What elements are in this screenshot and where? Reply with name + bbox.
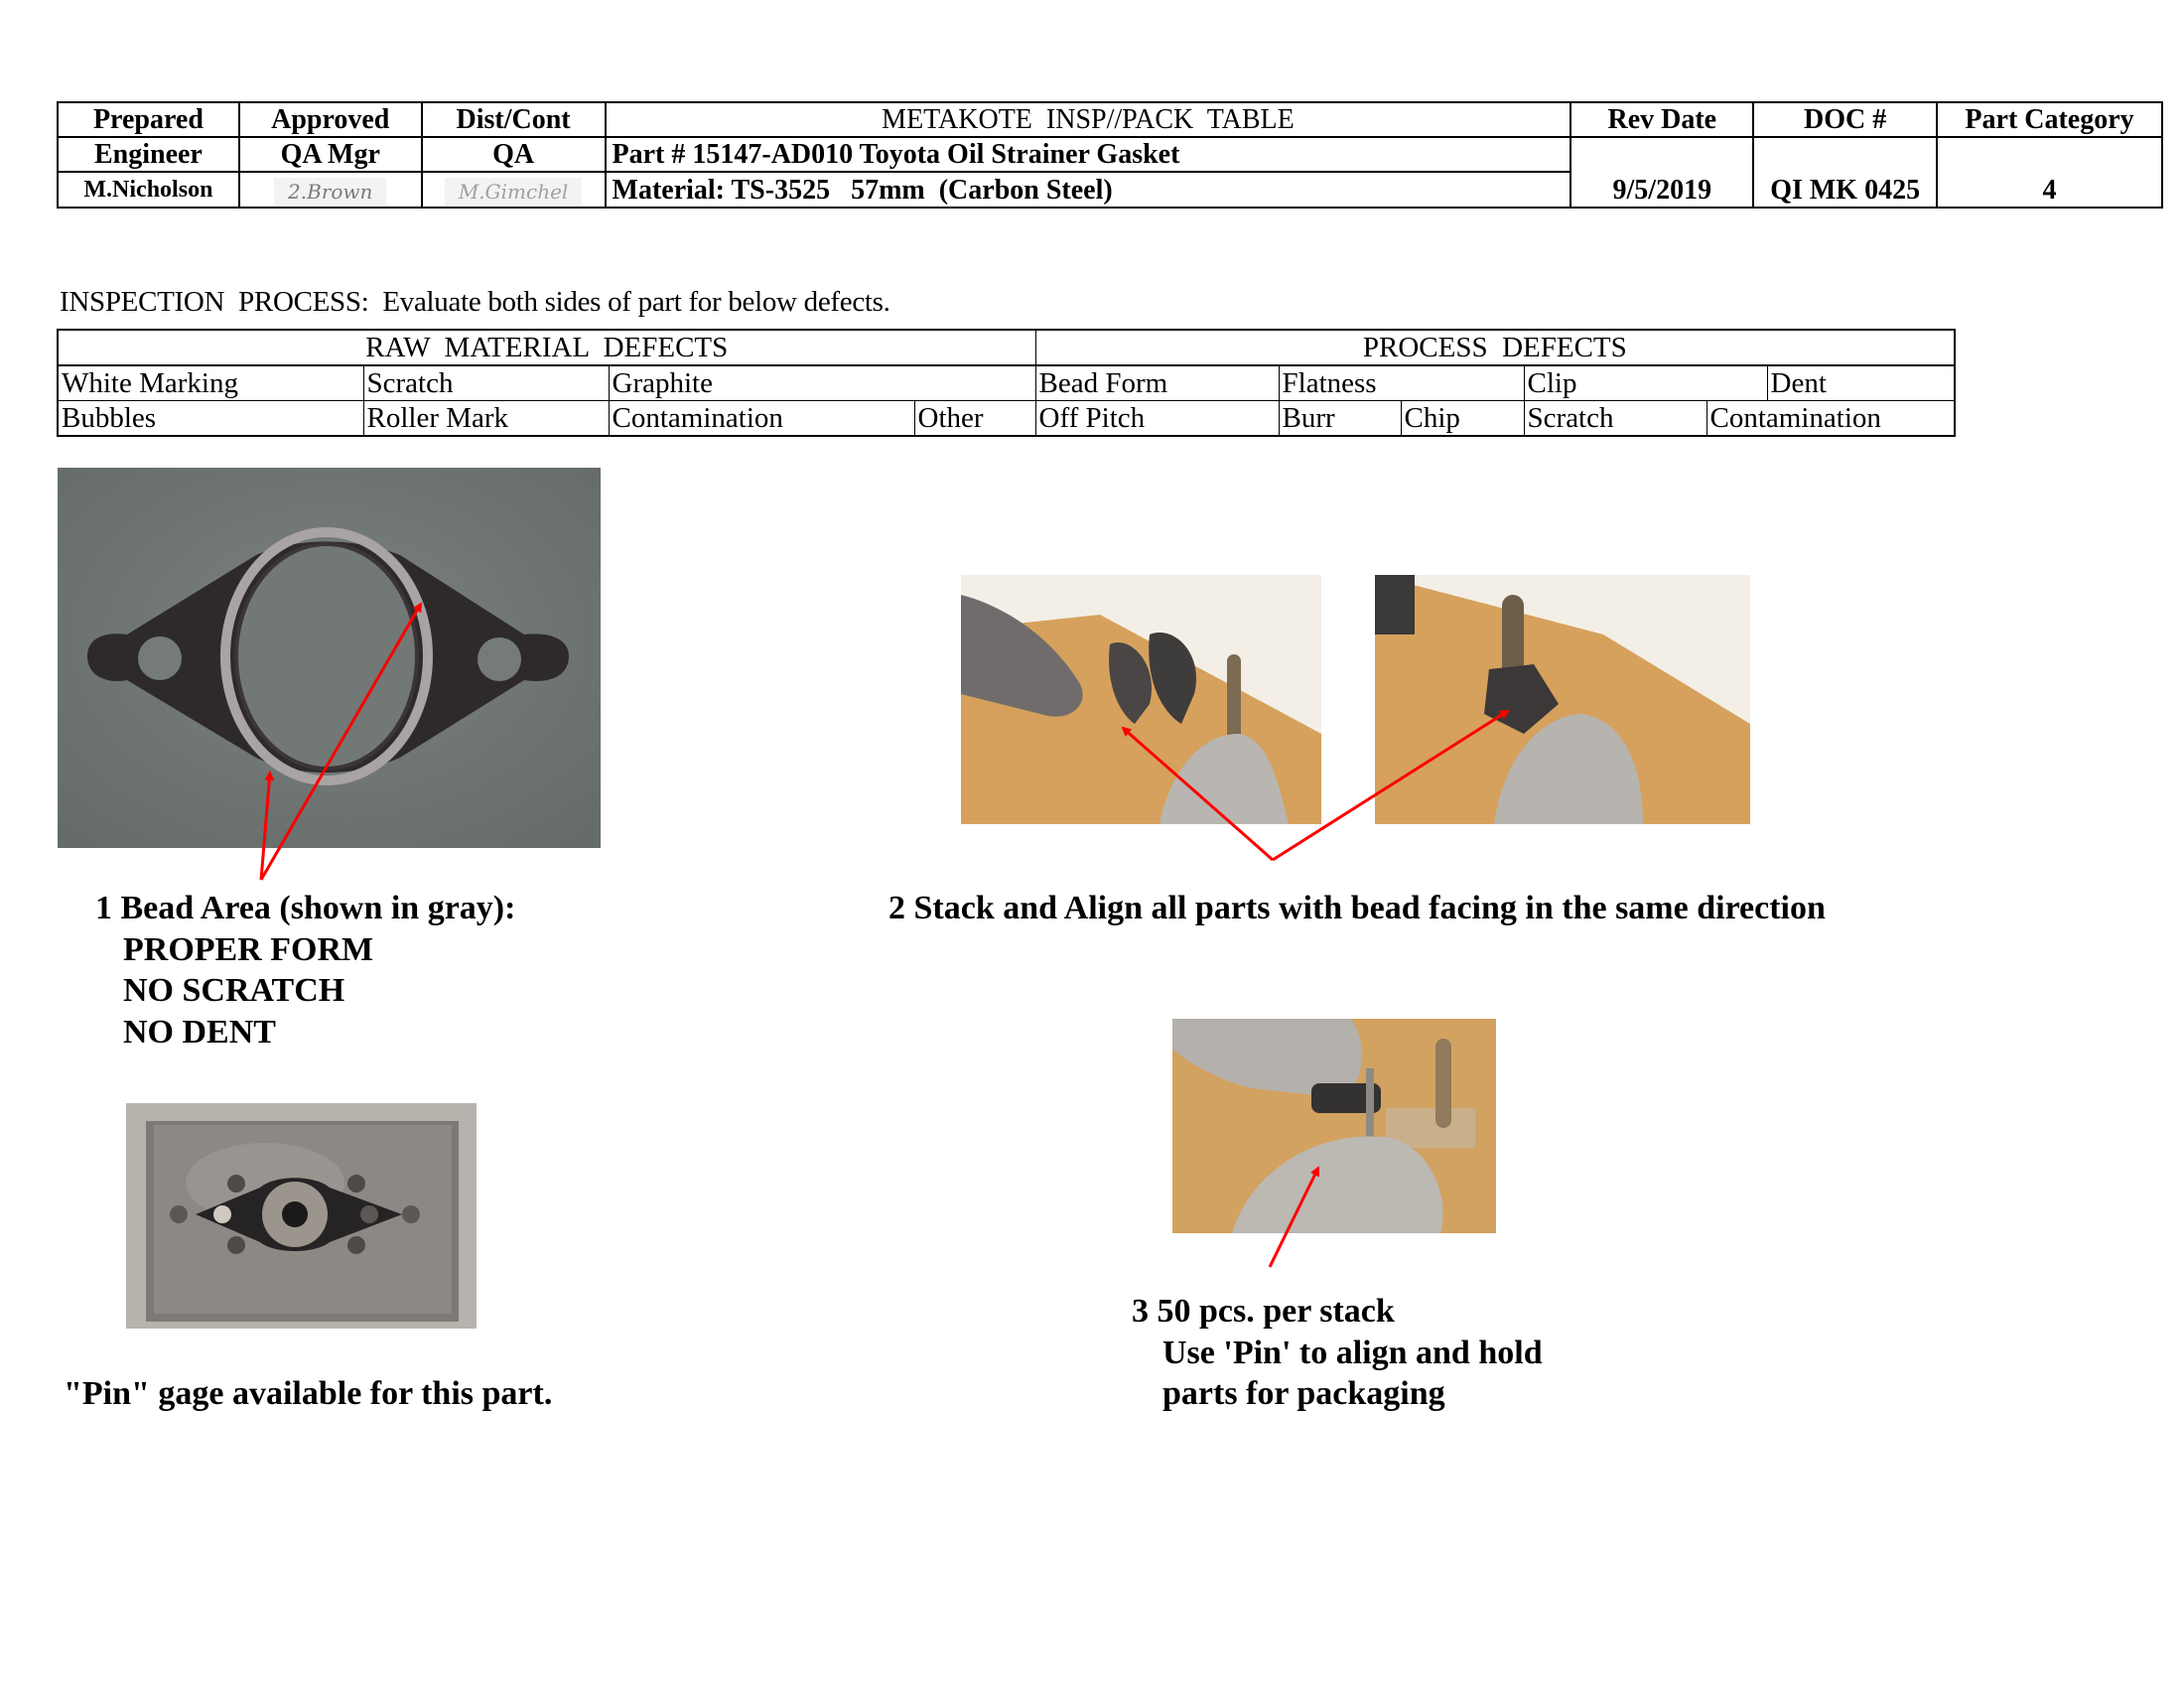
gasket-stack-on-pin-photo: [1375, 575, 1750, 824]
approved-signature-cell: 2.Brown: [237, 171, 423, 209]
defect-bead-form: Bead Form: [1034, 364, 1280, 401]
step2-title: 2 Stack and Align all parts with bead fa…: [888, 890, 1826, 926]
inspection-instruction: INSPECTION PROCESS: Evaluate both sides …: [60, 286, 890, 318]
doc-number-text: QI MK 0425: [1770, 175, 1921, 206]
pin-gage-caption: "Pin" gage available for this part.: [64, 1375, 553, 1412]
dist-signature-cell: M.Gimchel: [420, 171, 607, 209]
doc-number-header: DOC #: [1752, 101, 1939, 138]
defect-dent: Dent: [1766, 364, 1956, 401]
step3-line-use-pin: Use 'Pin' to align and hold: [1162, 1335, 1543, 1371]
dist-cont-header: Dist/Cont: [420, 101, 607, 138]
document-title: METAKOTE INSP//PACK TABLE: [604, 101, 1572, 138]
defect-bubbles: Bubbles: [57, 400, 364, 437]
defect-roller-mark: Roller Mark: [362, 400, 610, 437]
defect-scratch-process: Scratch: [1523, 400, 1707, 437]
defects-table: RAW MATERIAL DEFECTS PROCESS DEFECTS Whi…: [57, 329, 1957, 437]
defect-scratch-raw: Scratch: [362, 364, 610, 401]
process-defects-title: PROCESS DEFECTS: [1034, 329, 1956, 366]
role-engineer: Engineer: [57, 136, 240, 173]
material-line: Material: TS-3525 57mm (Carbon Steel): [604, 171, 1572, 209]
defect-flatness: Flatness: [1278, 364, 1525, 401]
defect-off-pitch: Off Pitch: [1034, 400, 1280, 437]
rev-date-value: 9/5/2019: [1570, 136, 1755, 209]
doc-number-value: QI MK 0425: [1752, 136, 1939, 209]
rev-date-header: Rev Date: [1570, 101, 1755, 138]
step1-line-proper-form: PROPER FORM: [123, 931, 374, 968]
prepared-header: Prepared: [57, 101, 240, 138]
stack-pin-packaging-photo: [1172, 1019, 1496, 1233]
approved-signature: 2.Brown: [274, 177, 387, 206]
defect-chip: Chip: [1400, 400, 1525, 437]
defect-graphite: Graphite: [608, 364, 1036, 401]
prepared-by-name: M.Nicholson: [57, 171, 240, 209]
step1-title: 1 Bead Area (shown in gray):: [95, 890, 516, 926]
hands-gaskets-illustration-icon: [961, 575, 1321, 824]
step3-title: 3 50 pcs. per stack: [1132, 1293, 1395, 1330]
part-number-line: Part # 15147-AD010 Toyota Oil Strainer G…: [604, 136, 1572, 173]
pin-gage-illustration-icon: [126, 1103, 477, 1329]
step1-line-no-scratch: NO SCRATCH: [123, 972, 345, 1009]
part-category-value: 4: [1936, 136, 2163, 209]
dist-signature: M.Gimchel: [444, 177, 583, 206]
document-header-table: Prepared Approved Dist/Cont METAKOTE INS…: [57, 101, 2163, 209]
pin-gage-fixture-photo: [126, 1103, 477, 1329]
part-category-header: Part Category: [1936, 101, 2163, 138]
defect-burr: Burr: [1278, 400, 1402, 437]
role-qa: QA: [420, 136, 607, 173]
packaging-illustration-icon: [1172, 1019, 1496, 1233]
rev-date-text: 9/5/2019: [1612, 175, 1712, 206]
raw-material-defects-title: RAW MATERIAL DEFECTS: [57, 329, 1036, 366]
defect-other: Other: [913, 400, 1036, 437]
defect-white-marking: White Marking: [57, 364, 364, 401]
part-category-text: 4: [2042, 175, 2057, 206]
role-qa-mgr: QA Mgr: [237, 136, 423, 173]
defect-clip: Clip: [1523, 364, 1768, 401]
approved-header: Approved: [237, 101, 423, 138]
step3-line-packaging: parts for packaging: [1162, 1375, 1445, 1412]
defect-contamination-process: Contamination: [1706, 400, 1956, 437]
defect-contamination-raw: Contamination: [608, 400, 915, 437]
gasket-illustration-icon: [58, 468, 601, 848]
gloved-hands-holding-gaskets-photo: [961, 575, 1321, 824]
step1-line-no-dent: NO DENT: [123, 1014, 276, 1051]
stack-pin-illustration-icon: [1375, 575, 1750, 824]
gasket-bead-photo: [58, 468, 601, 848]
